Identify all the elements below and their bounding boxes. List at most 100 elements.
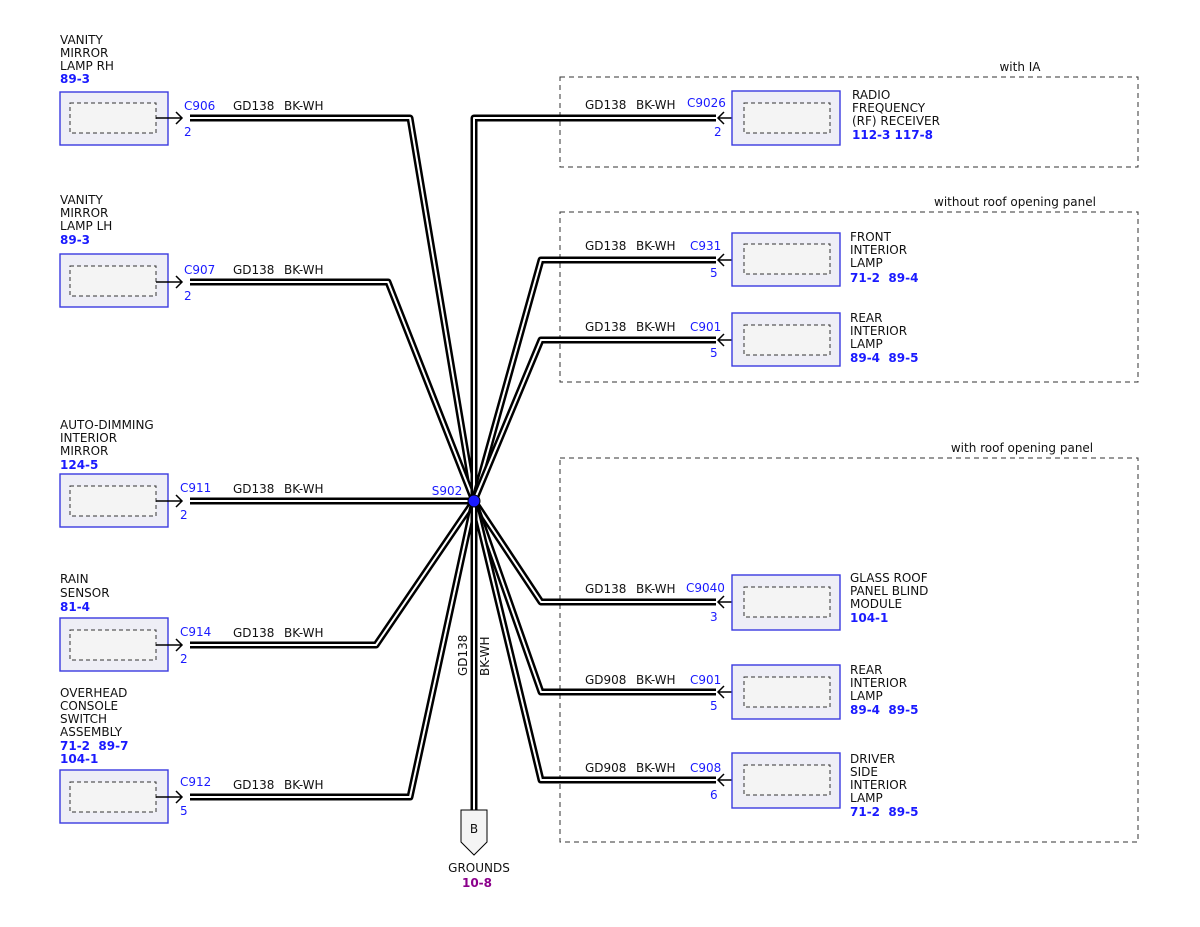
component-name: SWITCH (60, 712, 107, 726)
wire-circuit: GD138 (233, 778, 274, 792)
connector-arrow-icon (156, 494, 184, 508)
component-name: INTERIOR (850, 778, 907, 792)
wire-circuit: GD138 (233, 263, 274, 277)
component-name: SENSOR (60, 586, 110, 600)
page-ref[interactable]: 89-3 (60, 233, 90, 247)
pin-number: 3 (710, 610, 718, 624)
page-ref[interactable]: 112-3 117-8 (852, 128, 933, 142)
component-name: REAR (850, 663, 882, 677)
wire-color: BK-WH (636, 320, 676, 334)
component-name: LAMP (850, 256, 883, 270)
wire-circuit: GD138 (585, 320, 626, 334)
wires (190, 114, 716, 810)
pin-number: 5 (710, 699, 718, 713)
wire-circuit: GD138 (233, 482, 274, 496)
component-vanity-mirror-lamp-lh[interactable]: VANITY MIRROR LAMP LH 89-3 C907 2 GD138 … (59, 193, 324, 308)
component-glass-roof-blind-module[interactable]: GD138 BK-WH C9040 3 GLASS ROOF PANEL BLI… (585, 571, 928, 631)
connector-id: C9040 (686, 581, 725, 595)
component-vanity-mirror-lamp-rh[interactable]: VANITY MIRROR LAMP RH 89-3 C906 2 GD138 … (59, 33, 324, 146)
splice-s902[interactable] (467, 494, 481, 508)
component-name: RADIO (852, 88, 890, 102)
connector-id: C908 (690, 761, 721, 775)
component-rain-sensor[interactable]: RAIN SENSOR 81-4 C914 2 GD138 BK-WH (59, 572, 324, 672)
region-label-without-roof-panel: without roof opening panel (934, 195, 1096, 209)
component-rear-interior-lamp-b[interactable]: GD908 BK-WH C901 5 REAR INTERIOR LAMP 89… (585, 663, 918, 720)
component-name: GLASS ROOF (850, 571, 928, 585)
ground-connection[interactable]: GD138 BK-WH B GROUNDS 10-8 (448, 635, 510, 890)
connector-id: C931 (690, 239, 721, 253)
connector-id: C906 (184, 99, 215, 113)
wire-circuit: GD138 (585, 239, 626, 253)
wire-circuit: GD908 (585, 673, 626, 687)
component-front-interior-lamp[interactable]: GD138 BK-WH C931 5 FRONT INTERIOR LAMP 7… (585, 230, 918, 287)
page-ref[interactable]: 89-3 (60, 72, 90, 86)
page-ref[interactable]: 89-4 89-5 (850, 703, 918, 717)
wire-circuit: GD908 (585, 761, 626, 775)
pin-number: 5 (180, 804, 188, 818)
component-name: OVERHEAD (60, 686, 127, 700)
component-name: INTERIOR (60, 431, 117, 445)
region-with-roof-panel (559, 457, 1139, 843)
component-name: CONSOLE (60, 699, 118, 713)
wire-circuit: GD138 (233, 626, 274, 640)
connector-id: C901 (690, 320, 721, 334)
connector-arrow-icon (156, 111, 184, 125)
pin-number: 2 (184, 289, 192, 303)
wire-color: BK-WH (636, 673, 676, 687)
wire-circuit: GD138 (585, 98, 626, 112)
pin-number: 2 (714, 125, 722, 139)
component-driver-side-interior-lamp[interactable]: GD908 BK-WH C908 6 DRIVER SIDE INTERIOR … (585, 752, 918, 819)
page-ref[interactable]: 104-1 (850, 611, 888, 625)
ground-label: GROUNDS (448, 861, 510, 875)
page-ref[interactable]: 71-2 89-5 (850, 805, 918, 819)
page-ref[interactable]: 104-1 (60, 752, 98, 766)
component-name: LAMP LH (60, 219, 112, 233)
splice-label: S902 (432, 484, 463, 498)
connector-id: C901 (690, 673, 721, 687)
wire-color: BK-WH (636, 582, 676, 596)
ground-connector-icon (460, 809, 488, 856)
wire-circuit: GD138 (233, 99, 274, 113)
region-without-roof-panel (559, 211, 1139, 383)
component-inner-box (743, 243, 831, 275)
region-label-with-roof-panel: with roof opening panel (951, 441, 1093, 455)
wire-color: BK-WH (636, 761, 676, 775)
pin-number: 5 (710, 266, 718, 280)
page-ref[interactable]: 124-5 (60, 458, 98, 472)
connector-id: C912 (180, 775, 211, 789)
pin-number: 2 (184, 125, 192, 139)
component-name: INTERIOR (850, 324, 907, 338)
wire-color: BK-WH (284, 626, 324, 640)
wire-color: BK-WH (284, 263, 324, 277)
component-name: LAMP (850, 689, 883, 703)
component-name: ASSEMBLY (60, 725, 123, 739)
component-name: VANITY (60, 33, 103, 47)
component-name: FRONT (850, 230, 892, 244)
component-auto-dimming-interior-mirror[interactable]: AUTO-DIMMING INTERIOR MIRROR 124-5 C911 … (59, 418, 324, 528)
component-overhead-console-switch[interactable]: OVERHEAD CONSOLE SWITCH ASSEMBLY 71-2 89… (59, 686, 324, 824)
connector-arrow-icon (156, 790, 184, 804)
component-name: VANITY (60, 193, 103, 207)
wire-color: BK-WH (478, 636, 492, 676)
component-inner-box (743, 586, 831, 618)
page-ref[interactable]: 81-4 (60, 600, 90, 614)
component-name: FREQUENCY (852, 101, 926, 115)
component-inner-box (743, 324, 831, 356)
component-inner-box (743, 102, 831, 134)
component-name: INTERIOR (850, 243, 907, 257)
ground-connector-letter: B (470, 822, 478, 836)
page-ref[interactable]: 89-4 89-5 (850, 351, 918, 365)
page-ref[interactable]: 71-2 89-7 (60, 739, 128, 753)
component-name: SIDE (850, 765, 878, 779)
component-inner-box (743, 764, 831, 796)
component-rf-receiver[interactable]: GD138 BK-WH C9026 2 RADIO FREQUENCY (RF)… (585, 88, 940, 146)
component-name: LAMP RH (60, 59, 114, 73)
component-name: RAIN (60, 572, 89, 586)
wire-color: BK-WH (284, 778, 324, 792)
connector-arrow-icon (156, 275, 184, 289)
ground-page-ref[interactable]: 10-8 (462, 876, 492, 890)
page-ref[interactable]: 71-2 89-4 (850, 271, 918, 285)
component-inner-box (69, 781, 157, 813)
component-rear-interior-lamp-a[interactable]: GD138 BK-WH C901 5 REAR INTERIOR LAMP 89… (585, 311, 918, 367)
wire-circuit: GD138 (456, 635, 470, 676)
